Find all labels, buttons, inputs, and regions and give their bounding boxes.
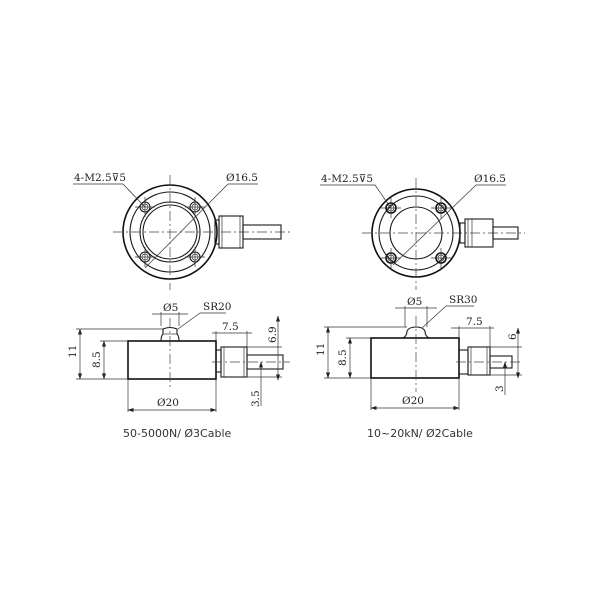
cable-offset-label: 3.5 [250, 390, 262, 407]
button-radius-label: SR20 [203, 301, 231, 313]
connector-length-label: 7.5 [466, 316, 483, 328]
cable-connector [459, 218, 519, 248]
cable-connector [456, 346, 520, 376]
total-height-label: 11 [67, 345, 79, 358]
right-plan-view: 4-M2.5⊽5 Ø16.5 [320, 173, 525, 290]
body-height-label: 8.5 [337, 349, 349, 366]
right-side-view: Ø5 SR30 11 8.5 Ø20 7.5 6 3 [315, 294, 522, 410]
left-plan-view: 4-M2.5⊽5 Ø16.5 [73, 172, 290, 290]
body-height-label: 8.5 [91, 351, 103, 368]
body-diameter-label: Ø20 [157, 397, 179, 409]
right-drawing-caption: 10~20kN/ Ø2Cable [367, 427, 473, 440]
connector-length-label: 7.5 [222, 321, 239, 333]
left-side-view: Ø5 SR20 11 8.5 Ø20 7.5 6.9 3.5 [67, 301, 290, 412]
bolt-circle-label: Ø16.5 [474, 173, 506, 185]
button-diameter-label: Ø5 [163, 302, 178, 314]
button-diameter-label: Ø5 [407, 296, 422, 308]
cable-connector [214, 215, 282, 249]
connector-height-label: 6 [507, 333, 519, 340]
connector-height-label: 6.9 [267, 326, 279, 343]
bolt-circle-label: Ø16.5 [226, 172, 258, 184]
cable-connector [212, 346, 290, 378]
cable-offset-label: 3 [494, 385, 506, 392]
thread-spec-label: 4-M2.5⊽5 [74, 172, 126, 184]
total-height-label: 11 [315, 343, 327, 356]
thread-spec-label: 4-M2.5⊽5 [321, 173, 373, 185]
left-drawing-caption: 50-5000N/ Ø3Cable [123, 427, 232, 440]
body-diameter-label: Ø20 [402, 395, 424, 407]
button-radius-label: SR30 [449, 294, 477, 306]
